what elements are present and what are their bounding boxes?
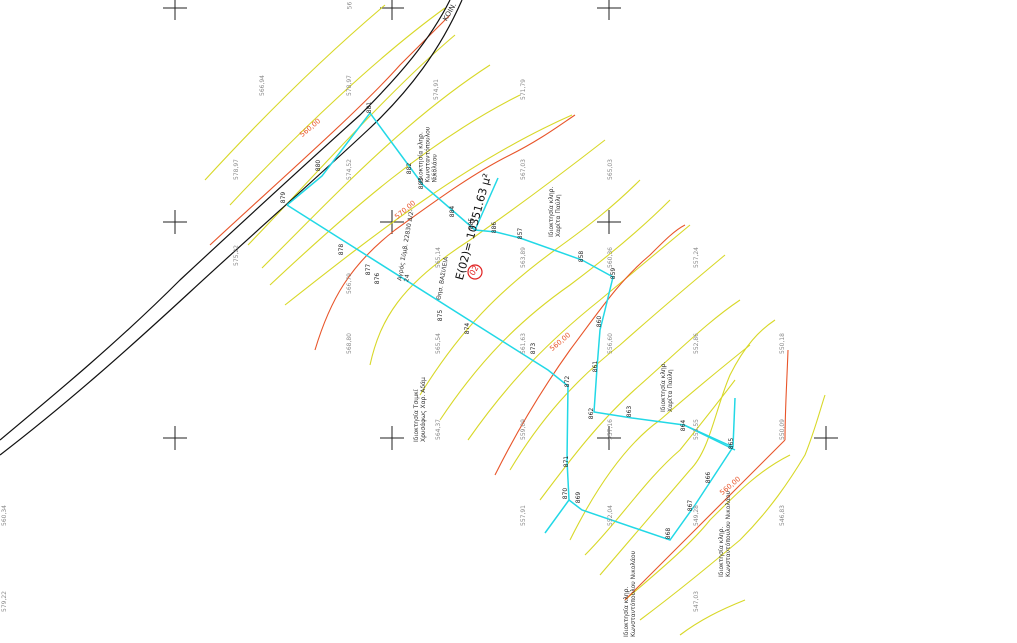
elevation-label: 549,28 bbox=[693, 505, 700, 526]
vertex-label: 863 bbox=[626, 405, 634, 418]
grid-cross bbox=[597, 0, 621, 20]
vertex-label: 858 bbox=[578, 250, 586, 263]
elevation-label: 578,97 bbox=[346, 75, 353, 96]
elevation-label: 560,34 bbox=[1, 505, 8, 526]
elevation-label: 574,91 bbox=[433, 79, 440, 100]
parcel-boundary bbox=[286, 111, 736, 541]
elevation-label: 578,97 bbox=[233, 159, 240, 180]
vertex-label: 857 bbox=[517, 227, 525, 240]
elevation-label: 565,54 bbox=[435, 333, 442, 354]
elevation-label: 579,22 bbox=[1, 591, 8, 612]
elevation-label: 553,55 bbox=[693, 419, 700, 440]
grid-cross bbox=[380, 426, 404, 450]
elevation-label: 546,83 bbox=[779, 505, 786, 526]
elevation-label: 566,94 bbox=[259, 75, 266, 96]
elevation-label: 550,18 bbox=[779, 333, 786, 354]
grid-cross bbox=[597, 426, 621, 450]
grid-cross bbox=[163, 0, 187, 20]
vertex-label: 865 bbox=[728, 437, 736, 450]
vertex-label: 861 bbox=[592, 360, 600, 373]
owner-label: Ιδιοκτησία κληρ. Χαρίτα Παύλη bbox=[548, 186, 562, 237]
elevation-label: 565,03 bbox=[607, 159, 614, 180]
elevation-label: 568,80 bbox=[346, 333, 353, 354]
elevation-label: 563,89 bbox=[520, 247, 527, 268]
grid-crosses bbox=[163, 0, 838, 450]
grid-cross bbox=[163, 426, 187, 450]
elevation-label: 56 bbox=[346, 1, 354, 10]
contour-lines bbox=[204, 4, 826, 636]
vertex-label: 866 bbox=[705, 471, 713, 484]
owner-label: Ιδιοκτησία κληρ. Χαρίτα Παύλη bbox=[660, 361, 674, 412]
vertex-label: 862 bbox=[588, 407, 596, 420]
elevation-label: 568, bbox=[431, 166, 439, 181]
vertex-label: 868 bbox=[665, 527, 673, 540]
elevation-label: 559,09 bbox=[520, 419, 527, 440]
elevation-label: 547,03 bbox=[693, 591, 700, 612]
vertex-label: 882 bbox=[406, 162, 414, 175]
vertex-label: 877 bbox=[365, 263, 373, 276]
vertex-label: 881 bbox=[366, 101, 374, 114]
vertex-label: 874 bbox=[464, 322, 472, 335]
elevation-label: 575,22 bbox=[233, 245, 240, 266]
elevation-label: 552,86 bbox=[693, 333, 700, 354]
elevation-label: 564,37 bbox=[435, 419, 442, 440]
vertex-label: 870 bbox=[562, 487, 570, 500]
road bbox=[0, 0, 463, 456]
elevation-label: 565,14 bbox=[435, 247, 442, 268]
vertex-label: 872 bbox=[564, 375, 572, 388]
elevation-label: 556,60 bbox=[607, 333, 614, 354]
elevation-label: 566,79 bbox=[346, 273, 353, 294]
vertex-label: 869 bbox=[575, 491, 583, 504]
vertex-label: 879 bbox=[280, 191, 288, 204]
elevation-label: 571,79 bbox=[520, 79, 527, 100]
elevation-label: 567,03 bbox=[520, 159, 527, 180]
vertex-label: 864 bbox=[680, 419, 688, 432]
elevation-label: 561,63 bbox=[520, 333, 527, 354]
vertex-label: 884 bbox=[449, 205, 457, 218]
parcel-circle bbox=[467, 264, 483, 280]
elevation-label: 557,24 bbox=[693, 247, 700, 268]
vertex-label: 871 bbox=[563, 455, 571, 468]
grid-cross bbox=[163, 210, 187, 234]
elevation-label: 574,52 bbox=[346, 159, 353, 180]
index-contours bbox=[209, 14, 789, 601]
elevation-label: 557,91 bbox=[520, 505, 527, 526]
vertex-label: 859 bbox=[610, 267, 618, 280]
vertex-label: 873 bbox=[530, 342, 538, 355]
vertex-label: 880 bbox=[315, 159, 323, 172]
vertex-label: 875 bbox=[437, 309, 445, 322]
elevation-label: 550,09 bbox=[779, 419, 786, 440]
vertex-label: 878 bbox=[338, 243, 346, 256]
grid-cross bbox=[814, 426, 838, 450]
elevation-label: 552,04 bbox=[607, 505, 614, 526]
vertex-label: 860 bbox=[596, 315, 604, 328]
owner-label: Ιδιοκτησία κληρ. Κωνσταντόπουλου Νικολάο… bbox=[623, 550, 637, 637]
vertex-label: 876 bbox=[374, 272, 382, 285]
vertex-label: 885 bbox=[468, 217, 476, 230]
elevation-label: 557,16 bbox=[607, 419, 614, 440]
owner-label: Ιδιοκτησία κληρ. Κωνσταντόπουλου Νικολάο… bbox=[718, 490, 732, 577]
elevation-label: 560,36 bbox=[607, 247, 614, 268]
grid-cross bbox=[380, 0, 404, 20]
vertex-label: 883 bbox=[418, 177, 426, 190]
grid-cross bbox=[380, 210, 404, 234]
grid-cross bbox=[597, 210, 621, 234]
owner-label: Ιδιοκτησία Τσιμκί Χρυσάφως Χαρ. Αδάμ bbox=[413, 377, 427, 442]
vertex-label: 886 bbox=[491, 221, 499, 234]
